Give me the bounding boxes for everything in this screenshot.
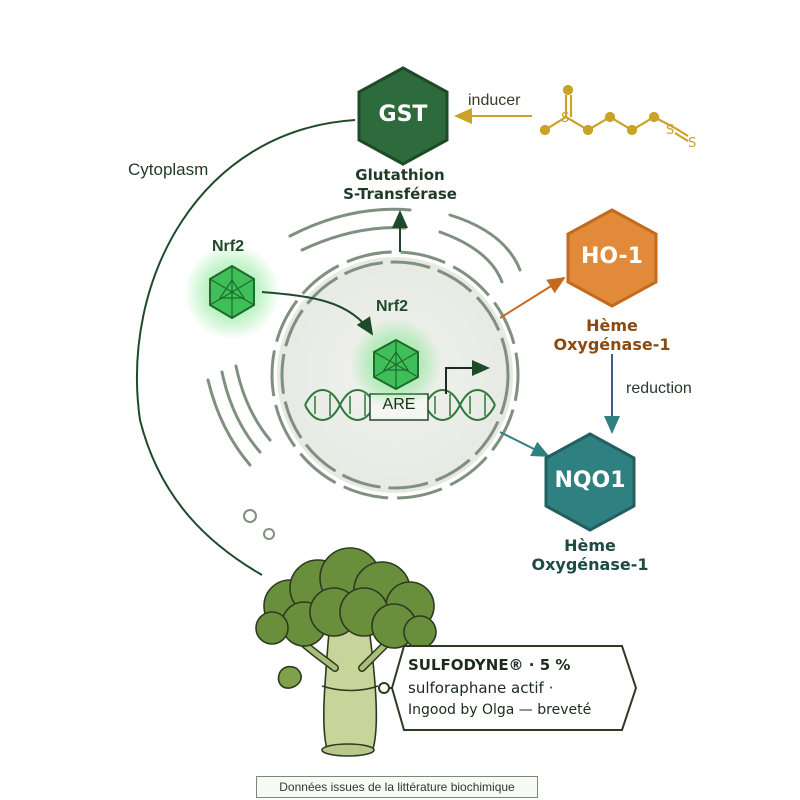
nqo1-name-line1: Hème [564, 536, 616, 555]
ho1-hexagon [566, 208, 658, 308]
gst-name-line2: S-Transférase [343, 185, 457, 203]
reduction-label: reduction [626, 380, 692, 397]
footer-caption: Données issues de la littérature biochim… [256, 776, 538, 798]
nuclear-envelope-outer [270, 250, 520, 500]
molecule-s2: S [666, 123, 674, 138]
arrow-to-nqo1 [499, 431, 550, 457]
are-label: ARE [382, 396, 416, 413]
broccoli-illustration [255, 547, 437, 757]
nqo1-hexagon [544, 432, 636, 532]
sulfodyne-line2: sulforaphane actif · [408, 679, 554, 697]
endoplasmic-reticulum-left [206, 364, 272, 467]
inducer-label: inducer [468, 92, 521, 109]
nqo1-abbr: NQO1 [554, 468, 626, 493]
transcription-arrow [445, 360, 490, 394]
nqo1-name-line2: Oxygénase-1 [531, 555, 649, 574]
nrf2-cytoplasm-label: Nrf2 [212, 238, 245, 255]
gst-hexagon [357, 66, 449, 166]
arrow-to-ho1 [499, 276, 566, 319]
vesicle [243, 509, 257, 523]
ho1-name-line1: Hème [586, 316, 638, 335]
molecule-s1: S [561, 111, 569, 126]
vesicle [263, 528, 275, 540]
connector-dot [378, 682, 390, 694]
gst-name-line1: Glutathion [355, 166, 445, 184]
molecule-s3: S [688, 136, 696, 151]
ho1-abbr: HO-1 [581, 244, 643, 269]
nuclear-envelope-inner [280, 260, 510, 490]
nrf2-nucleus-label: Nrf2 [376, 298, 409, 315]
translocation-arrow [261, 291, 374, 336]
cytoplasm-label: Cytoplasm [128, 160, 209, 179]
endoplasmic-reticulum-top [288, 207, 522, 284]
nrf2-nucleus-icon [373, 338, 419, 391]
cell-membrane-arc [136, 119, 356, 576]
sulfodyne-line1: SULFODYNE® · 5 % [408, 656, 571, 674]
nrf2-cytoplasm-icon [209, 264, 255, 320]
ho1-name-line2: Oxygénase-1 [553, 335, 671, 354]
sulforaphane-molecule-icon [539, 84, 689, 142]
sulfodyne-line3: Ingood by Olga — breveté [408, 702, 592, 718]
sulfodyne-label-box [390, 645, 638, 731]
gst-abbr: GST [378, 102, 428, 127]
